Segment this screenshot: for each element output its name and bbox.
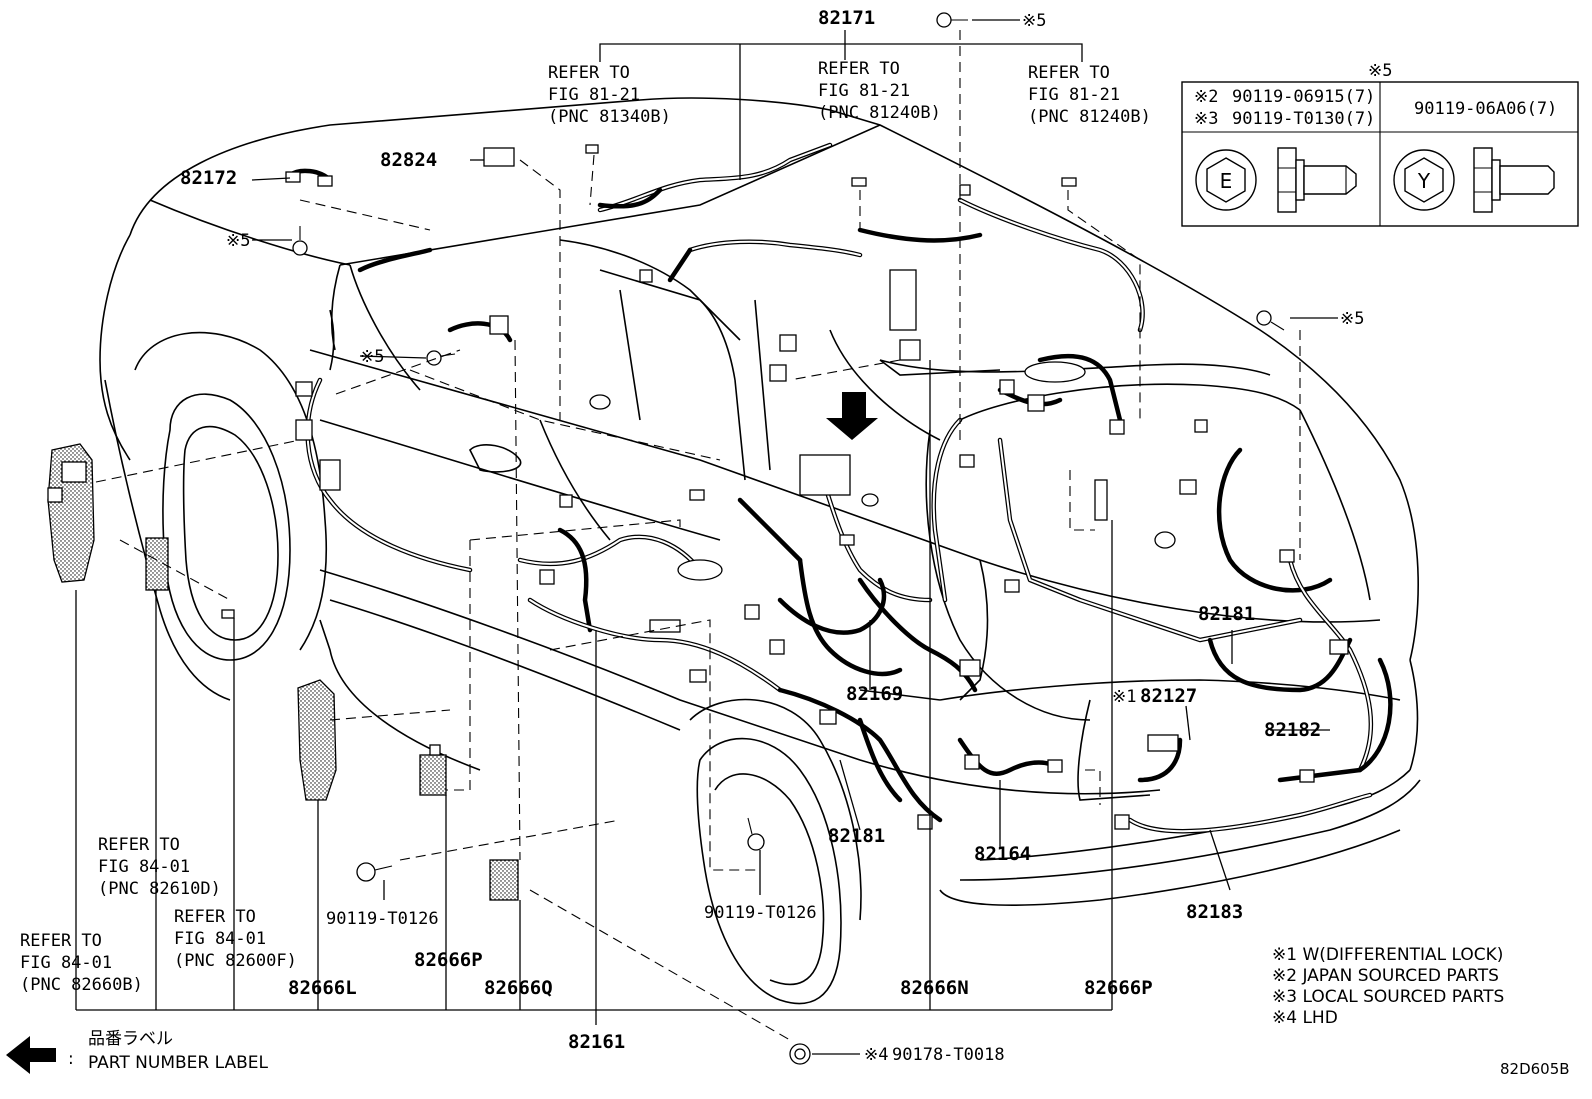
svg-text:(PNC 82610D): (PNC 82610D) <box>98 879 221 899</box>
svg-text:FIG 81-21: FIG 81-21 <box>818 81 910 101</box>
svg-text:FIG 84-01: FIG 84-01 <box>174 929 266 949</box>
clip-icon <box>789 1043 811 1065</box>
dashed-guides <box>95 30 1301 1041</box>
svg-text:REFER TO: REFER TO <box>818 59 900 79</box>
legend: : 品番ラベル PART NUMBER LABEL <box>6 1029 268 1074</box>
svg-text:(PNC 81340B): (PNC 81340B) <box>548 107 671 127</box>
footnote-4: ※4 LHD <box>1272 1008 1338 1028</box>
svg-text:REFER TO: REFER TO <box>1028 63 1110 83</box>
svg-text:FIG 84-01: FIG 84-01 <box>20 953 112 973</box>
label-82171: 82171 <box>818 7 875 29</box>
bolt-row-2-part: 90119-T0130(7) <box>1232 109 1375 129</box>
bolt-row-2-mark: ※3 <box>1194 109 1218 129</box>
arrow-left-icon <box>6 1036 56 1074</box>
svg-text:E: E <box>1220 169 1233 193</box>
footnote-1: ※1 W(DIFFERENTIAL LOCK) <box>1272 945 1503 965</box>
refer-82660B: REFER TO FIG 84-01 (PNC 82660B) <box>20 931 143 995</box>
svg-text:(PNC 82600F): (PNC 82600F) <box>174 951 297 971</box>
footnotes: ※1 W(DIFFERENTIAL LOCK) ※2 JAPAN SOURCED… <box>1272 945 1504 1028</box>
bolt-e-icon: E <box>1195 147 1357 213</box>
label-82666P-left: 82666P <box>414 949 483 971</box>
svg-text:FIG 84-01: FIG 84-01 <box>98 857 190 877</box>
svg-text:Y: Y <box>1417 169 1431 193</box>
label-82127-mark: ※1 <box>1112 687 1136 707</box>
bolt-table: ※5 ※2 90119-06915(7) ※3 90119-T0130(7) 9… <box>1181 61 1579 227</box>
label-clip-mark: ※4 <box>864 1045 888 1065</box>
label-82181-rear: 82181 <box>1198 603 1255 625</box>
label-82161: 82161 <box>568 1031 625 1053</box>
label-bolt-right: 90119-T0126 <box>704 903 817 923</box>
refer-81340B: REFER TO FIG 81-21 (PNC 81340B) <box>548 63 671 127</box>
bolt-row-1-part: 90119-06915(7) <box>1232 87 1375 107</box>
label-82127: 82127 <box>1140 685 1197 707</box>
svg-text:(PNC 81240B): (PNC 81240B) <box>1028 107 1151 127</box>
label-82666N: 82666N <box>900 977 969 999</box>
label-clip: 90178-T0018 <box>892 1045 1005 1065</box>
refer-82600F: REFER TO FIG 84-01 (PNC 82600F) <box>174 907 297 971</box>
label-star5-right: ※5 <box>1340 309 1364 329</box>
connectors <box>285 144 1349 830</box>
bolt-icon <box>356 862 393 882</box>
bolt-right-part: 90119-06A06(7) <box>1414 99 1557 119</box>
label-82666L: 82666L <box>288 977 357 999</box>
bolt-icon <box>936 12 968 28</box>
label-star5-hood: ※5 <box>226 231 250 251</box>
refer-81240B-right: REFER TO FIG 81-21 (PNC 81240B) <box>1028 63 1151 127</box>
figure-code: 82D605B <box>1500 1060 1570 1078</box>
bolt-y-icon: Y <box>1393 147 1555 213</box>
label-82169: 82169 <box>846 683 903 705</box>
wire-harnesses <box>287 142 1393 834</box>
svg-text:REFER TO: REFER TO <box>20 931 102 951</box>
bolt-icon <box>747 817 765 851</box>
footnote-2: ※2 JAPAN SOURCED PARTS <box>1272 966 1499 986</box>
label-82164: 82164 <box>974 843 1031 865</box>
svg-text:REFER TO: REFER TO <box>548 63 630 83</box>
legend-en: PART NUMBER LABEL <box>88 1053 268 1073</box>
bolt-icon <box>292 226 308 256</box>
leader-lines <box>75 19 1338 1055</box>
car-body-outline <box>99 97 1421 1005</box>
label-star5-pillar: ※5 <box>360 347 384 367</box>
svg-text:FIG 81-21: FIG 81-21 <box>1028 85 1120 105</box>
label-star5-top: ※5 <box>1022 11 1046 31</box>
svg-text:(PNC 81240B): (PNC 81240B) <box>818 103 941 123</box>
arrow-down-icon <box>826 392 878 440</box>
svg-text:REFER TO: REFER TO <box>174 907 256 927</box>
label-82172: 82172 <box>180 167 237 189</box>
refer-81240B-mid: REFER TO FIG 81-21 (PNC 81240B) <box>818 59 941 123</box>
legend-colon: : <box>68 1049 74 1069</box>
bolt-table-title: ※5 <box>1368 61 1392 81</box>
svg-text:FIG 81-21: FIG 81-21 <box>548 85 640 105</box>
footnote-3: ※3 LOCAL SOURCED PARTS <box>1272 987 1504 1007</box>
refer-82610D: REFER TO FIG 84-01 (PNC 82610D) <box>98 835 221 899</box>
legend-jp: 品番ラベル <box>88 1029 173 1049</box>
label-82183: 82183 <box>1186 901 1243 923</box>
label-82666P-right: 82666P <box>1084 977 1153 999</box>
label-82182: 82182 <box>1264 719 1321 741</box>
part-labels: 82171 82172 82824 82181 82181 ※1 82127 8… <box>180 7 1570 1078</box>
label-82181-front: 82181 <box>828 825 885 847</box>
label-bolt-left: 90119-T0126 <box>326 909 439 929</box>
bolt-icon <box>1256 310 1285 331</box>
svg-text:(PNC 82660B): (PNC 82660B) <box>20 975 143 995</box>
bolt-icons <box>292 12 1285 1065</box>
label-82666Q: 82666Q <box>484 977 553 999</box>
refer-to-blocks: REFER TO FIG 81-21 (PNC 81340B) REFER TO… <box>20 59 1151 995</box>
svg-text:REFER TO: REFER TO <box>98 835 180 855</box>
bolt-row-1-mark: ※2 <box>1194 87 1218 107</box>
modules-left <box>47 443 519 901</box>
label-82824: 82824 <box>380 149 437 171</box>
